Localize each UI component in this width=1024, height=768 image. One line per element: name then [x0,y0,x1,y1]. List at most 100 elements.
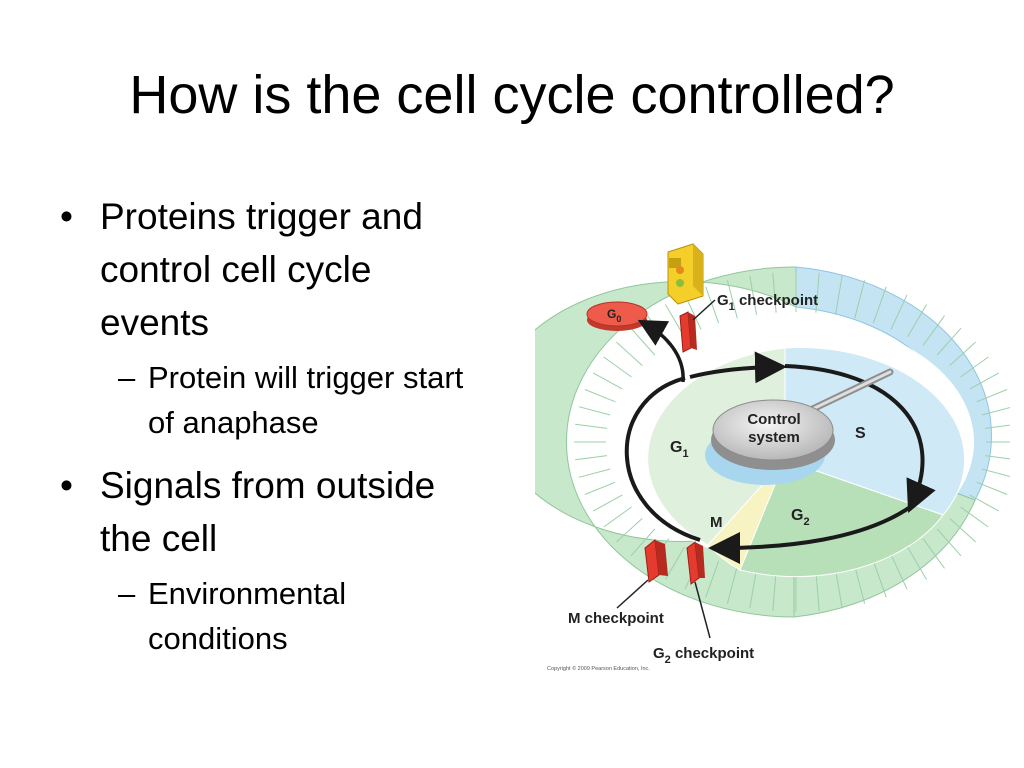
ring-segment-line [749,275,757,315]
ring-segment-line [815,571,820,612]
bullet-item: • Signals from outside the cell [60,459,560,565]
ring-segment-line [705,560,720,598]
ring-segment-line [705,286,720,324]
bullet-text-line: Proteins trigger and [100,196,423,237]
ring-segment-line [949,341,976,366]
sub-bullet-text-line: Protein will trigger start [148,360,464,395]
bullet-text-line: control cell cycle [100,249,372,290]
ring-segment-line [665,546,685,580]
ring-segment-line [936,327,962,356]
ring-segment-line [872,560,887,598]
ring-segment-line [630,327,656,356]
ring-segment-line [835,569,843,609]
ring-segment-line [854,280,866,319]
ring-segment-line [749,569,757,609]
ring-segment-line [772,272,777,313]
ring-segment-line [575,423,608,429]
bullet-list: • Proteins trigger and control cell cycl… [60,190,560,661]
ring-segment-line [969,372,1000,390]
checkpoint-labels: G1 checkpoint M checkpoint G2 checkpoint [568,292,818,666]
ring-segment-line [984,424,1010,429]
slide-title: How is the cell cycle controlled? [129,65,895,125]
ring-segment-line [890,294,908,330]
ring-segments [574,272,1010,612]
g1-checkpoint-label: G1 checkpoint [717,292,818,313]
ring-segment-line [772,571,777,612]
g0-disk-top [586,301,648,327]
ring-segment-line [949,518,976,543]
bullet-glyph: • [60,196,73,237]
ring-segment-line [922,538,945,569]
g2-checkpoint-barrier [686,541,705,585]
ring-segment-line [976,389,1008,403]
ring-segment-line [835,275,843,315]
ring-segment-line [976,481,1008,495]
control-arm-highlight [798,370,892,417]
ring-segment-line [575,455,608,461]
control-system-label-1: Control [747,411,800,428]
ring-segment-line [907,546,927,580]
cell-cycle-svg: Control system G1 S G2 M G0 [535,243,1010,672]
bullet-item: • Proteins trigger and control cell cycl… [60,190,560,349]
sub-bullet-text-line: of anaphase [148,405,319,440]
control-system-device: Control system [705,368,894,485]
m-checkpoint-barrier [644,539,668,583]
ring-segment-line [584,481,616,495]
sub-bullet-item: – Environmental conditions [60,571,560,661]
g1-checkpoint-barrier [679,311,697,353]
ring-segment-line [616,518,643,543]
ring-segment-line [726,565,738,604]
ring-segment-line [936,528,962,557]
g2-checkpoint-label: G2 checkpoint [653,645,754,666]
arrow-g2-m [708,503,915,564]
bullet-text-line: events [100,302,210,343]
phase-label-s: S [855,425,866,442]
phase-labels: G1 S G2 M [670,425,866,531]
ring-segment-line [872,286,887,324]
ring-segment-line [854,565,866,604]
sub-bullet-item: – Protein will trigger start of anaphase [60,355,560,445]
ring-segment-line [960,356,989,378]
ring-segment-line [630,528,656,557]
arrow-g1-s [689,351,787,384]
bullet-text-line: Signals from outside [100,465,436,506]
cell-cycle-diagram: Control system G1 S G2 M G0 [535,230,1010,675]
ring-segment-line [922,315,945,346]
disk-top [712,399,834,461]
ring-segment-line [584,389,616,403]
traffic-light-icon [667,243,704,305]
ring-segment-line [969,494,1000,512]
m-checkpoint-label: M checkpoint [568,610,664,627]
dash-glyph: – [118,360,136,395]
bullet-text-line: the cell [100,518,218,559]
arrow-s-g2 [784,364,936,513]
ring-segment-line [726,280,738,319]
ring-segment-line [592,372,623,390]
ring-segment-line [616,341,643,366]
bullet-glyph: • [60,465,73,506]
m-leader-line [616,579,649,609]
g1-leader-line [692,299,716,321]
ring-segment-line [981,407,1010,416]
dash-glyph: – [118,576,136,611]
control-system-label-2: system [748,429,800,446]
ring-segment-line [960,506,989,528]
ring-segment-line [907,304,927,338]
ring-segment-line [603,506,632,528]
ring-segment-line [592,494,623,512]
ring-segment-line [578,406,611,416]
copyright-text: Copyright © 2009 Pearson Education, Inc. [547,665,650,672]
sub-bullet-text-line: conditions [148,621,288,656]
sub-bullet-text-line: Environmental [148,576,347,611]
g2-leader-line [694,581,711,639]
ring-segment-line [981,468,1010,477]
ring-segment-line [984,455,1010,460]
phase-label-g2: G2 [791,507,810,528]
g0-label: G0 [607,307,621,324]
cycle-arrows [624,351,936,564]
g0-disk: G0 [586,301,648,331]
ring-segment-line [815,272,820,313]
ring-segment-line [603,356,632,378]
ring-segment-line [578,468,611,478]
ring-segment-line [890,554,908,590]
